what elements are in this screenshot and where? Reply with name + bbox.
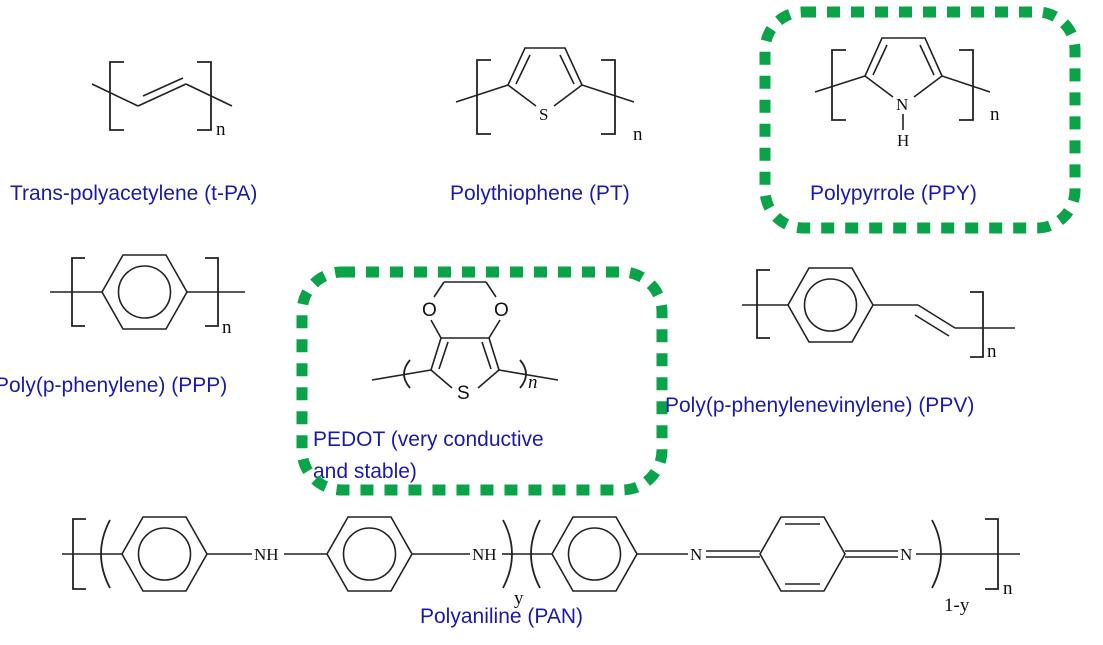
pan-quinoid-ring — [759, 516, 846, 592]
pedot-label-line2: and stable) — [313, 460, 417, 483]
pt-ring-double-1 — [515, 54, 531, 85]
tpa-subscript-n: n — [216, 119, 226, 140]
ppy-atom-hydrogen: H — [897, 131, 909, 150]
ppv-left-bracket — [756, 269, 770, 339]
pan-aromatic-circle-3 — [567, 527, 622, 581]
ppp-left-bracket — [71, 257, 85, 327]
pt-ring-top — [507, 47, 583, 86]
pan-right-paren-2 — [931, 519, 942, 589]
ppy-highlight-box — [759, 6, 1081, 234]
pedot-ring-double-2 — [481, 341, 492, 370]
pan-subscript-n: n — [1003, 578, 1013, 599]
pedot-bond-left — [371, 369, 432, 381]
pt-bond-right — [581, 84, 635, 103]
pan-amine-2: NH — [472, 545, 497, 564]
ppv-vinyl-double — [914, 314, 950, 337]
pan-right-bracket — [985, 518, 999, 590]
pt-left-bracket — [476, 59, 491, 135]
pan-imine-1: N — [690, 545, 702, 564]
pedot-atom-oxygen-2: O — [494, 300, 509, 321]
pt-atom-sulfur: S — [539, 105, 548, 124]
ppy-ring-double-1 — [872, 44, 888, 76]
ppy-bond-right — [941, 75, 991, 93]
pan-subscript-one-minus-y: 1-y — [944, 595, 970, 616]
ppp-label: Poly(p-phenylene) (PPP) — [0, 374, 227, 397]
tpa-bond-1 — [91, 83, 139, 107]
pan-structure: NH NH y N N 1-y n — [62, 516, 1020, 616]
pt-ring-s-right — [553, 84, 583, 107]
tpa-left-bracket — [109, 61, 124, 131]
pan-right-paren-1 — [502, 519, 513, 589]
pedot-highlight-box — [296, 266, 668, 496]
pedot-atom-oxygen-1: O — [422, 300, 437, 321]
ppv-subscript-n: n — [987, 341, 997, 362]
ppy-atom-nitrogen: N — [896, 95, 908, 114]
pt-ring-double-2 — [559, 54, 575, 85]
pedot-ring-left — [430, 337, 442, 371]
ppv-right-bracket — [970, 291, 984, 358]
ppp-right-bracket — [205, 257, 219, 327]
pt-label: Polythiophene (PT) — [450, 182, 630, 205]
pt-structure: S n — [455, 47, 643, 145]
ppy-ring-n-right — [913, 75, 943, 98]
pt-right-bracket — [601, 59, 616, 135]
pedot-structure: O O S n — [371, 281, 559, 404]
pedot-ring-double-1 — [438, 341, 449, 370]
ppy-label: Polypyrrole (PPY) — [810, 182, 977, 205]
pan-aromatic-circle-2 — [342, 527, 397, 581]
pedot-right-paren — [519, 359, 527, 389]
pedot-o1-ring — [430, 319, 442, 339]
pan-subscript-y: y — [514, 588, 524, 609]
pedot-subscript-n: n — [528, 372, 538, 393]
pedot-ring-s-right — [477, 369, 500, 389]
ppy-ring-n-left — [864, 75, 894, 98]
ppy-left-bracket — [831, 49, 846, 121]
pt-bond-left — [455, 84, 509, 103]
tpa-structure: n — [91, 61, 233, 140]
pan-label: Polyaniline (PAN) — [420, 605, 583, 628]
pan-amine-1: NH — [254, 545, 279, 564]
pan-aromatic-circle-1 — [137, 527, 192, 581]
tpa-double-bond — [142, 77, 184, 97]
ppp-aromatic-circle — [117, 265, 172, 319]
ppy-bond-left — [814, 75, 866, 93]
pt-ring-s-left — [507, 84, 537, 107]
pedot-bond-right — [498, 369, 559, 381]
pedot-atom-sulfur: S — [457, 383, 470, 404]
pan-imine-2: N — [900, 545, 912, 564]
tpa-label: Trans-polyacetylene (t-PA) — [10, 182, 257, 205]
ppv-structure: n — [742, 267, 1015, 362]
pedot-o2-ring — [488, 319, 501, 339]
pedot-ring-s-left — [430, 369, 453, 389]
ppy-structure: N H n — [814, 37, 1000, 150]
pedot-bridge-o1 — [433, 281, 445, 298]
ppy-right-bracket — [959, 49, 974, 121]
pt-subscript-n: n — [633, 124, 643, 145]
ppv-label: Poly(p-phenylenevinylene) (PPV) — [665, 394, 974, 417]
tpa-right-bracket — [197, 61, 212, 131]
ppy-ring-top — [864, 37, 943, 77]
ppy-ring-double-2 — [919, 44, 935, 76]
pedot-bridge-o2 — [485, 281, 497, 298]
ppy-subscript-n: n — [990, 104, 1000, 125]
ppp-subscript-n: n — [222, 317, 232, 338]
pedot-label-line1: PEDOT (very conductive — [313, 428, 544, 451]
ppv-vinyl-2 — [917, 304, 956, 329]
ppp-structure: n — [50, 254, 245, 338]
tpa-bond-3 — [185, 83, 233, 107]
pedot-left-paren — [403, 359, 411, 389]
tpa-bond-2 — [137, 83, 187, 107]
ppv-aromatic-circle — [803, 278, 858, 332]
pedot-ring-right — [488, 337, 500, 371]
